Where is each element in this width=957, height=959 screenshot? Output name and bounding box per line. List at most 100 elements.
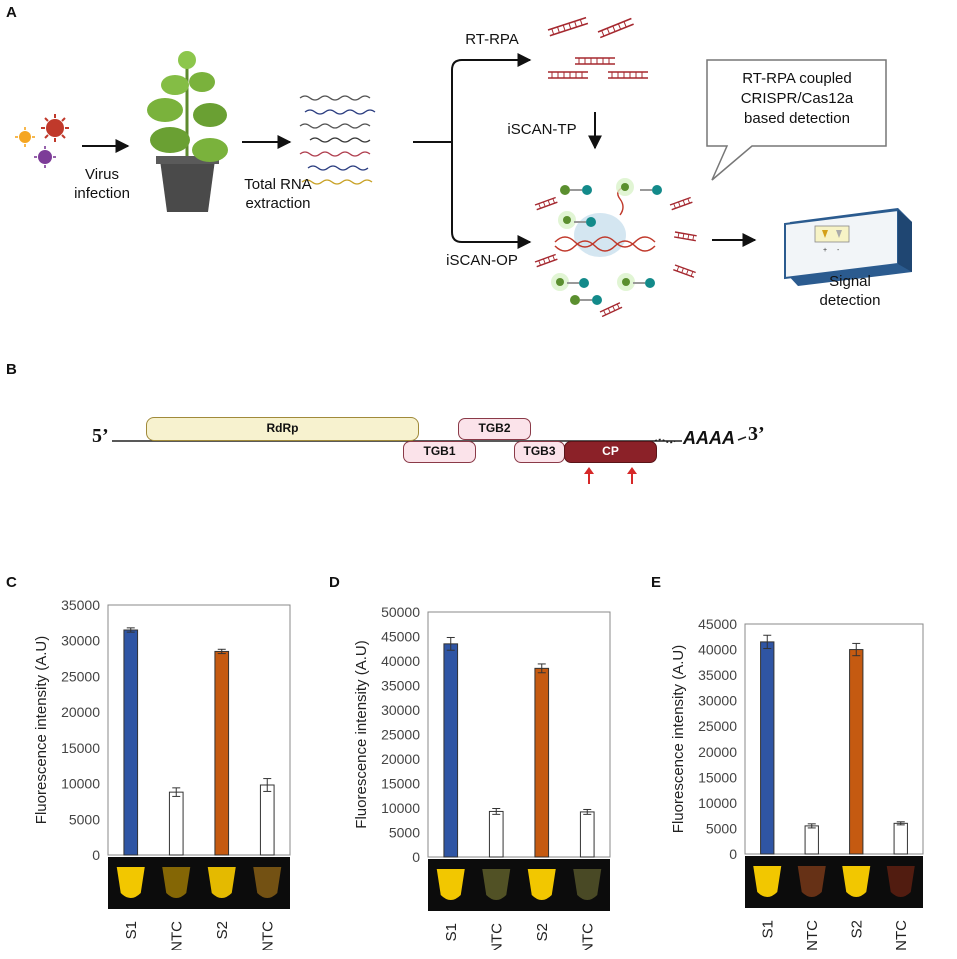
gene-cp: CP: [564, 441, 657, 463]
y-tick-label: 25000: [381, 727, 420, 743]
y-tick-label: 20000: [698, 744, 737, 760]
tube-icon: [527, 869, 556, 900]
y-tick-label: 20000: [61, 704, 100, 720]
y-tick-label: 25000: [61, 668, 100, 684]
y-tick-label: 5000: [389, 825, 420, 841]
bar: [259, 784, 275, 856]
arrow-up-icon: [584, 467, 637, 484]
tube-icon: [842, 866, 871, 897]
iscan-tp-label: iSCAN-TP: [507, 121, 577, 138]
bar: [214, 650, 230, 856]
plot-area: [427, 611, 611, 858]
bar: [443, 643, 459, 858]
bar: [168, 791, 184, 856]
x-tick-label: NTC: [893, 920, 910, 951]
x-tick-label: S1: [123, 921, 140, 939]
callout-box: [706, 59, 887, 181]
virus-infection-label-1: Virus: [85, 166, 119, 183]
total-rna-label-1: Total RNA: [244, 176, 312, 193]
virus-infection-label-2: infection: [74, 185, 130, 202]
bar: [123, 629, 139, 856]
amplicon-icons: [547, 16, 648, 79]
x-tick-label: NTC: [168, 921, 185, 950]
y-tick-label: 45000: [381, 629, 420, 645]
gene-tgb3: TGB3: [514, 441, 565, 463]
signal-label-2: detection: [819, 292, 881, 309]
y-tick-label: 10000: [381, 800, 420, 816]
chart-c: 05000100001500020000250003000035000Fluor…: [33, 597, 291, 950]
x-tick-label: NTC: [579, 923, 596, 950]
plot-area: [107, 604, 291, 856]
panel-a-letter: A: [6, 4, 17, 21]
rt-rpa-label: RT-RPA: [465, 31, 519, 48]
y-tick-label: 30000: [381, 702, 420, 718]
total-rna-label-2: extraction: [245, 195, 311, 212]
gene-tgb2: TGB2: [458, 418, 531, 440]
tube-icon: [797, 866, 826, 897]
y-tick-label: 0: [729, 846, 737, 862]
y-tick-label: 35000: [381, 678, 420, 694]
plant-icon: [147, 51, 228, 212]
bar: [760, 641, 775, 855]
bar: [534, 667, 550, 858]
x-tick-label: S1: [759, 920, 776, 938]
detector-device-icon: + -: [784, 208, 912, 286]
y-tick-label: 5000: [706, 820, 737, 836]
signal-label-1: Signal: [829, 273, 871, 290]
y-axis-label: Fluorescence intensity (A.U): [670, 645, 687, 833]
panel-e-letter: E: [651, 574, 662, 591]
gene-rdrp: RdRp: [146, 417, 419, 441]
y-tick-label: 40000: [698, 642, 737, 658]
x-tick-label: S2: [534, 923, 551, 941]
tube-icon: [207, 867, 236, 898]
tube-icon: [253, 867, 282, 898]
y-tick-label: 0: [412, 849, 420, 865]
y-tick-label: 0: [92, 847, 100, 863]
rna-strands-icon: [299, 95, 376, 185]
bar: [893, 822, 908, 855]
chart-e: 0500010000150002000025000300003500040000…: [670, 616, 924, 951]
tube-icon: [482, 869, 511, 900]
panel-b-letter: B: [6, 361, 17, 378]
panel-c-letter: C: [6, 574, 17, 591]
x-tick-label: S2: [214, 921, 231, 939]
y-axis-label: Fluorescence intensity (A.U): [33, 636, 50, 824]
y-tick-label: 50000: [381, 604, 420, 620]
tube-icon: [162, 867, 191, 898]
y-tick-label: 10000: [698, 795, 737, 811]
three-prime-label: 3’: [748, 423, 765, 445]
tube-icon: [573, 869, 602, 900]
y-tick-label: 35000: [698, 667, 737, 683]
y-tick-label: 20000: [381, 751, 420, 767]
iscan-op-label: iSCAN-OP: [446, 252, 518, 269]
tube-icon: [753, 866, 782, 897]
gene-tgb1: TGB1: [403, 441, 476, 463]
svg-text:+: +: [823, 247, 827, 254]
y-tick-label: 45000: [698, 616, 737, 632]
bar: [579, 811, 595, 858]
bar: [804, 825, 819, 855]
y-tick-label: 30000: [698, 693, 737, 709]
tube-icon: [886, 866, 915, 897]
svg-text:-: -: [837, 247, 840, 254]
bar: [488, 810, 504, 858]
tube-icon: [436, 869, 465, 900]
callout-line-3: based detection: [744, 110, 850, 127]
x-tick-label: S2: [848, 920, 865, 938]
x-tick-label: S1: [443, 923, 460, 941]
x-tick-label: NTC: [259, 921, 276, 950]
panel-d-letter: D: [329, 574, 340, 591]
bar: [849, 649, 864, 855]
x-tick-label: NTC: [804, 920, 821, 951]
crispr-reaction-icon: [534, 178, 697, 318]
five-prime-label: 5’: [92, 425, 109, 447]
chart-d: 0500010000150002000025000300003500040000…: [353, 604, 611, 950]
y-tick-label: 15000: [381, 776, 420, 792]
y-tick-label: 15000: [61, 740, 100, 756]
panel-a-illustration: + -: [15, 16, 912, 318]
y-tick-label: 15000: [698, 769, 737, 785]
callout-line-1: RT-RPA coupled: [742, 70, 852, 87]
virus-icon: [15, 114, 69, 168]
y-tick-label: 10000: [61, 776, 100, 792]
x-tick-label: NTC: [488, 923, 505, 950]
